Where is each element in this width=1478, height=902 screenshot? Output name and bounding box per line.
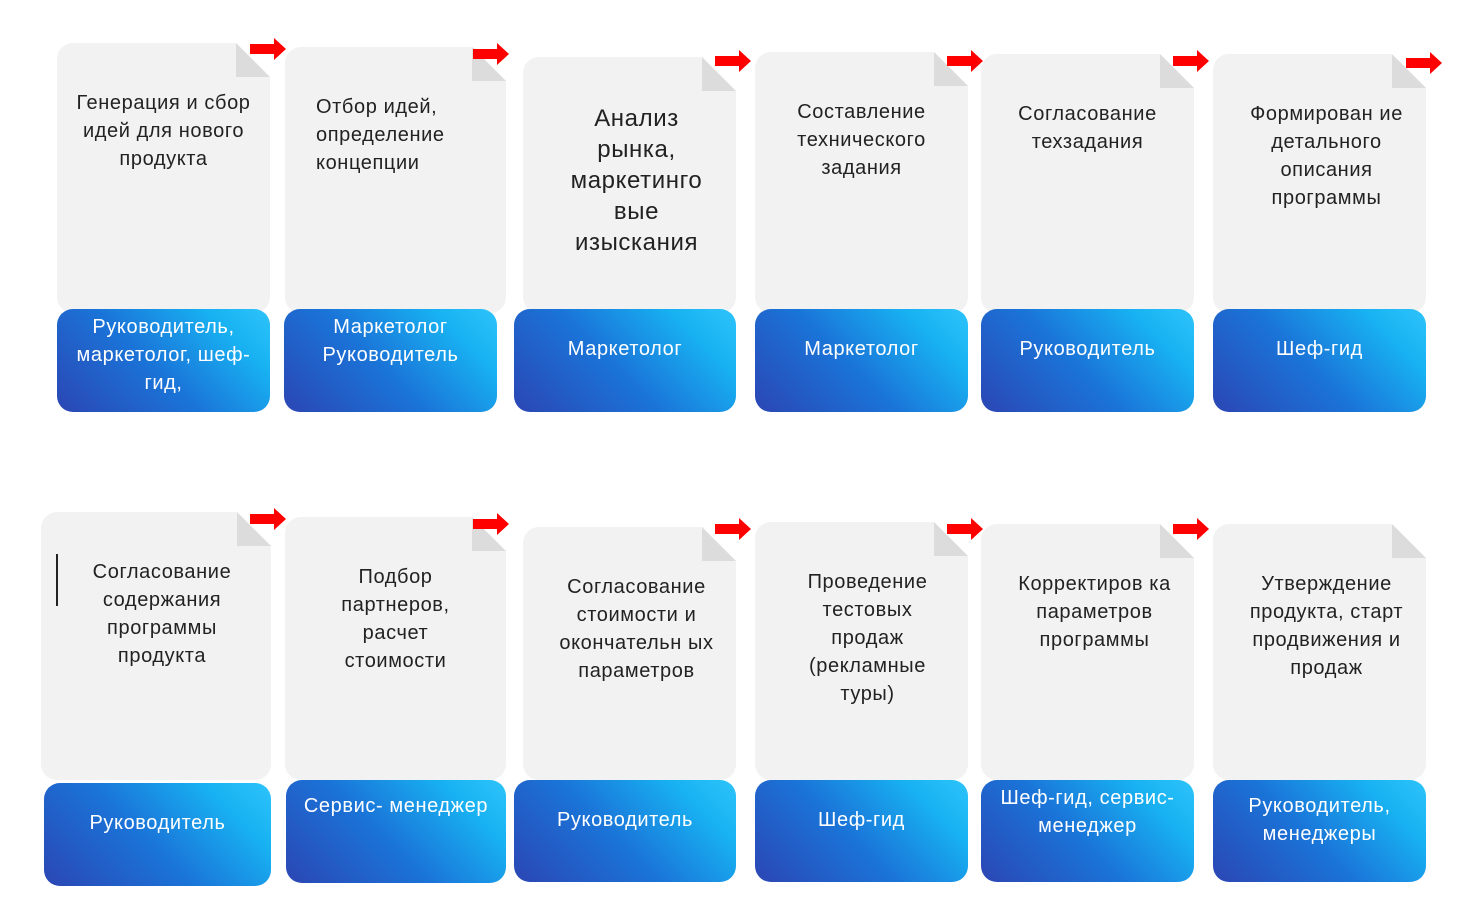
role-box: Руководитель bbox=[44, 783, 271, 886]
role-text: Маркетолог bbox=[567, 338, 683, 360]
red-arrow-icon bbox=[715, 518, 751, 540]
stage-card: Проведение тестовых продаж (рекламные ту… bbox=[755, 522, 968, 780]
red-arrow-icon bbox=[250, 508, 286, 530]
role-box: Руководитель bbox=[981, 309, 1194, 412]
red-arrow-icon bbox=[1406, 52, 1442, 74]
red-arrow-icon bbox=[947, 50, 983, 72]
stage-text: Согласование техзадания bbox=[1018, 103, 1157, 153]
stage-card: Корректиров ка параметров программы bbox=[981, 524, 1194, 780]
stage-card: Подбор партнеров, расчет стоимости bbox=[285, 517, 506, 780]
role-box: Маркетолог bbox=[755, 309, 968, 412]
role-box: Сервис- менеджер bbox=[286, 780, 506, 883]
stage-text: Согласование содержания программы продук… bbox=[92, 561, 232, 667]
stage-card: Согласование содержания программы продук… bbox=[41, 512, 271, 780]
red-arrow-icon bbox=[715, 50, 751, 72]
stage-text: Проведение тестовых продаж (рекламные ту… bbox=[807, 571, 928, 705]
stage-text: Составление технического задания bbox=[797, 101, 926, 179]
stage-text: Формирован ие детального описания програ… bbox=[1250, 103, 1403, 209]
role-text: Шеф-гид bbox=[818, 809, 905, 831]
red-arrow-icon bbox=[250, 38, 286, 60]
role-text: Шеф-гид, сервис- менеджер bbox=[1000, 787, 1175, 837]
stage-card: Отбор идей, определение концепции bbox=[285, 47, 506, 313]
role-text: Руководитель, менеджеры bbox=[1248, 795, 1391, 845]
red-arrow-icon bbox=[473, 513, 509, 535]
text-cursor bbox=[56, 554, 58, 606]
red-arrow-icon bbox=[1173, 518, 1209, 540]
stage-text: Генерация и сбор идей для нового продукт… bbox=[76, 92, 251, 170]
role-box: Маркетолог bbox=[514, 309, 736, 412]
stage-text: Подбор партнеров, расчет стоимости bbox=[341, 566, 450, 672]
stage-text: Согласование стоимости и окончательн ых … bbox=[559, 576, 714, 682]
role-text: Шеф-гид bbox=[1276, 338, 1363, 360]
stage-card: Анализ рынка, маркетинго вые изыскания bbox=[523, 57, 736, 313]
role-text: Маркетолог bbox=[804, 338, 919, 360]
role-text: Руководитель, маркетолог, шеф-гид, bbox=[76, 316, 251, 394]
stage-text: Отбор идей, определение концепции bbox=[316, 96, 445, 174]
role-box: Шеф-гид bbox=[755, 780, 968, 882]
red-arrow-icon bbox=[473, 43, 509, 65]
role-box: Маркетолог Руководитель bbox=[284, 309, 497, 412]
red-arrow-icon bbox=[947, 518, 983, 540]
stage-text: Анализ рынка, маркетинго вые изыскания bbox=[570, 105, 703, 256]
role-text: Маркетолог Руководитель bbox=[322, 316, 459, 366]
stage-card: Утверждение продукта, старт продвижения … bbox=[1213, 524, 1426, 780]
role-box: Шеф-гид bbox=[1213, 309, 1426, 412]
stage-card: Составление технического задания bbox=[755, 52, 968, 313]
role-text: Руководитель bbox=[556, 809, 694, 831]
role-box: Руководитель bbox=[514, 780, 736, 882]
stage-card: Генерация и сбор идей для нового продукт… bbox=[57, 43, 270, 313]
role-box: Руководитель, маркетолог, шеф-гид, bbox=[57, 309, 270, 412]
role-text: Сервис- менеджер bbox=[303, 795, 489, 817]
stage-card: Согласование стоимости и окончательн ых … bbox=[523, 527, 736, 780]
role-box: Шеф-гид, сервис- менеджер bbox=[981, 780, 1194, 882]
stage-text: Утверждение продукта, старт продвижения … bbox=[1249, 573, 1404, 679]
red-arrow-icon bbox=[1173, 50, 1209, 72]
stage-card: Формирован ие детального описания програ… bbox=[1213, 54, 1426, 313]
stage-card: Согласование техзадания bbox=[981, 54, 1194, 313]
role-text: Руководитель bbox=[89, 812, 226, 834]
role-box: Руководитель, менеджеры bbox=[1213, 780, 1426, 882]
stage-text: Корректиров ка параметров программы bbox=[1018, 573, 1171, 651]
role-text: Руководитель bbox=[1019, 338, 1156, 360]
